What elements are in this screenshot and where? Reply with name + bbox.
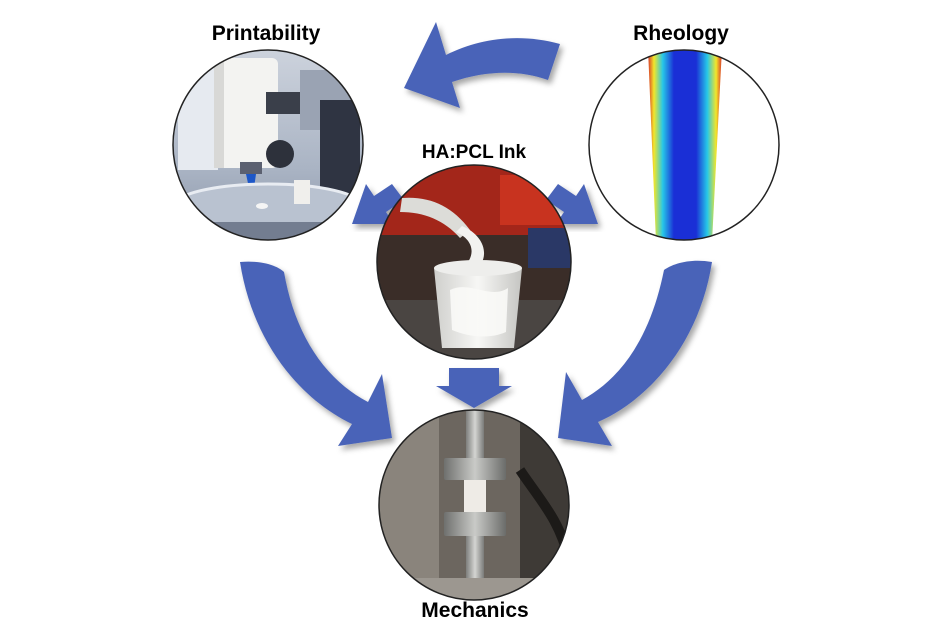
curved-arrow-icon bbox=[404, 22, 560, 108]
printability-label: Printability bbox=[212, 22, 321, 45]
ink-label: HA:PCL Ink bbox=[422, 142, 527, 163]
curved-arrow-icon bbox=[240, 262, 392, 446]
printability-image bbox=[170, 48, 370, 252]
small-arrow-icon bbox=[436, 368, 512, 408]
curved-arrow-icon bbox=[558, 261, 712, 446]
rheology-label: Rheology bbox=[633, 22, 729, 45]
ink-image bbox=[377, 165, 571, 359]
rheology-image bbox=[589, 48, 779, 242]
mechanics-label: Mechanics bbox=[421, 599, 528, 622]
mechanics-image bbox=[379, 410, 569, 600]
